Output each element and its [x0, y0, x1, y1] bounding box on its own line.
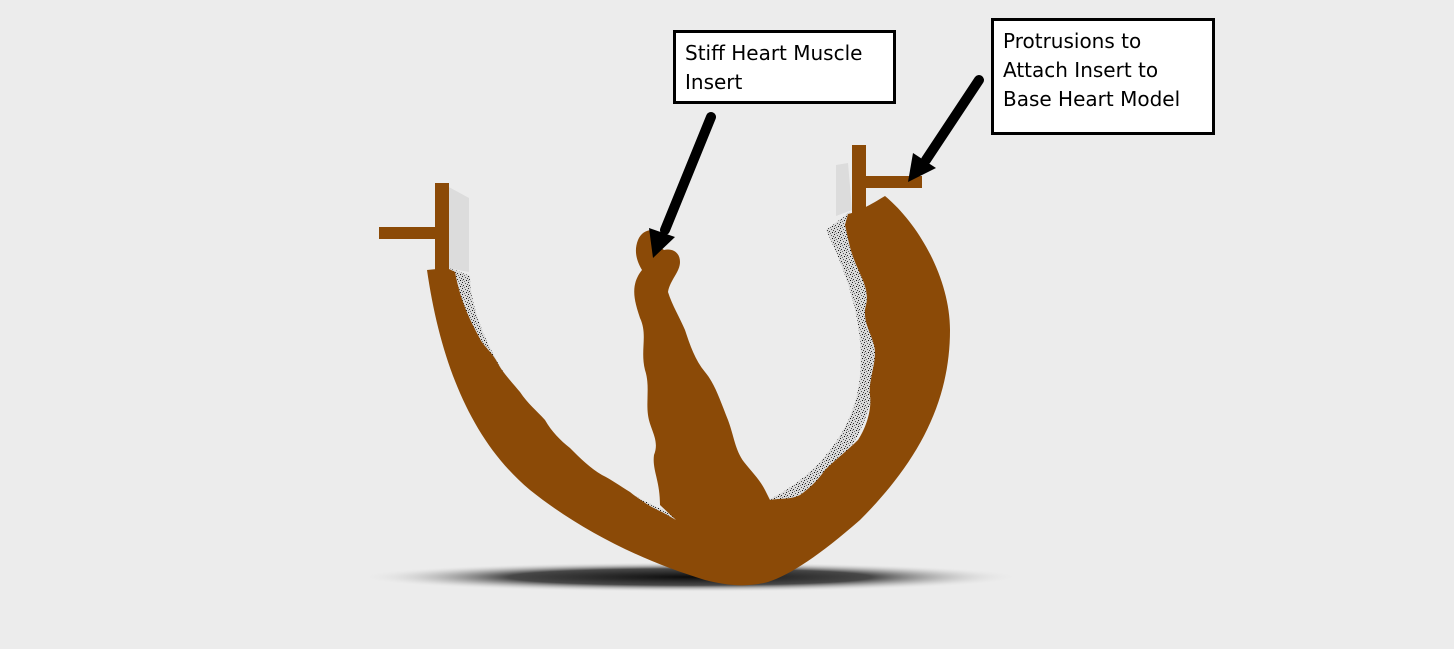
- stiff-heart-muscle-insert-callout: Stiff Heart Muscle Insert: [673, 30, 896, 104]
- protrusion-arrow-shaft: [921, 75, 984, 165]
- insert-arrow-shaft: [660, 112, 716, 235]
- protrusions-callout: Protrusions to Attach Insert to Base Hea…: [991, 18, 1215, 135]
- right-protrusion-vertical: [852, 145, 866, 215]
- insert-arrow-head: [649, 228, 675, 258]
- callout-line: Insert: [685, 70, 743, 94]
- callout-line: Attach Insert to: [1003, 58, 1159, 82]
- inner-wall-texture-right: [768, 212, 877, 500]
- callout-line: Stiff Heart Muscle: [685, 41, 863, 65]
- right-protrusion-arm: [862, 176, 922, 188]
- ground-shadow: [360, 562, 1020, 592]
- left-rim-back-face: [447, 186, 469, 272]
- right-rim-back-face: [836, 163, 852, 216]
- heart-wall-section: [427, 196, 950, 586]
- left-protrusion-arm: [379, 227, 439, 239]
- callout-line: Base Heart Model: [1003, 87, 1181, 111]
- callout-line: Protrusions to: [1003, 29, 1142, 53]
- protrusion-arrow-head: [908, 153, 936, 182]
- left-protrusion-vertical: [435, 183, 449, 271]
